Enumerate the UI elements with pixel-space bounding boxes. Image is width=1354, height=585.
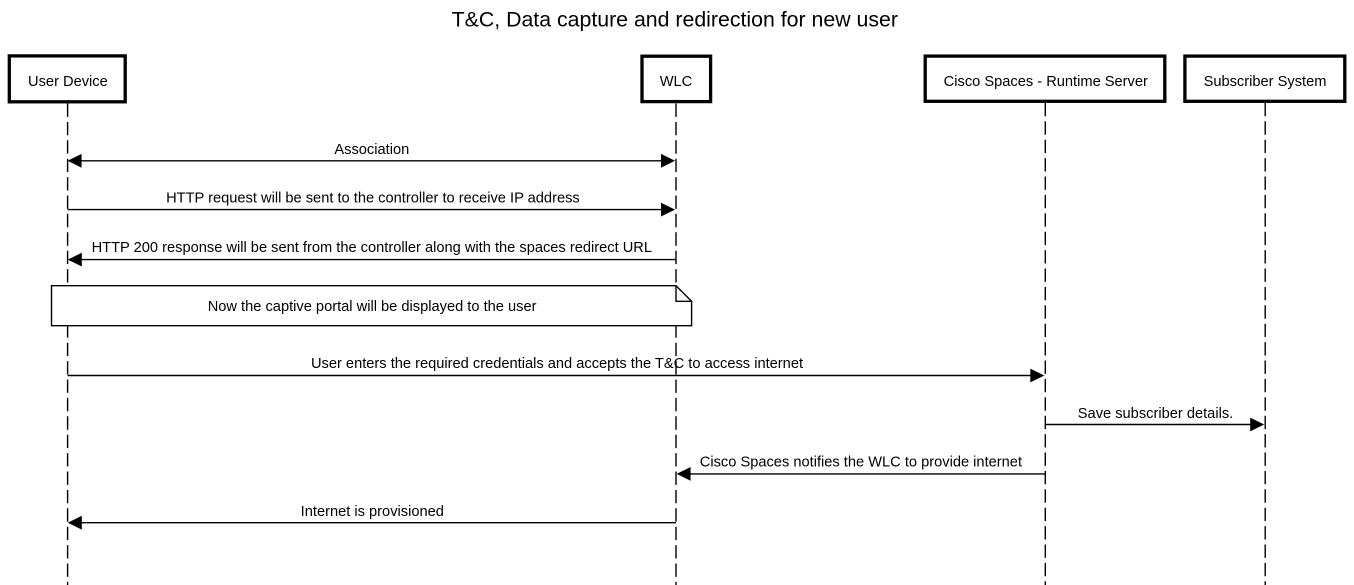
svg-text:User enters the required crede: User enters the required credentials and…: [311, 356, 803, 372]
svg-text:T&C, Data capture and redirect: T&C, Data capture and redirection for ne…: [452, 7, 898, 31]
svg-text:Internet is provisioned: Internet is provisioned: [301, 504, 444, 520]
svg-text:Cisco Spaces - Runtime Server: Cisco Spaces - Runtime Server: [944, 74, 1148, 90]
svg-text:Association: Association: [334, 142, 409, 158]
svg-text:Cisco Spaces notifies the WLC: Cisco Spaces notifies the WLC to provide…: [700, 455, 1022, 471]
svg-text:Now the captive portal will be: Now the captive portal will be displayed…: [208, 299, 537, 315]
svg-text:Save subscriber details.: Save subscriber details.: [1078, 406, 1233, 422]
svg-text:HTTP request will be sent to t: HTTP request will be sent to the control…: [166, 191, 580, 207]
svg-text:User Device: User Device: [28, 74, 108, 90]
svg-text:HTTP 200 response will be sent: HTTP 200 response will be sent from the …: [92, 240, 652, 256]
svg-text:Subscriber System: Subscriber System: [1204, 74, 1327, 90]
svg-text:WLC: WLC: [660, 74, 693, 90]
